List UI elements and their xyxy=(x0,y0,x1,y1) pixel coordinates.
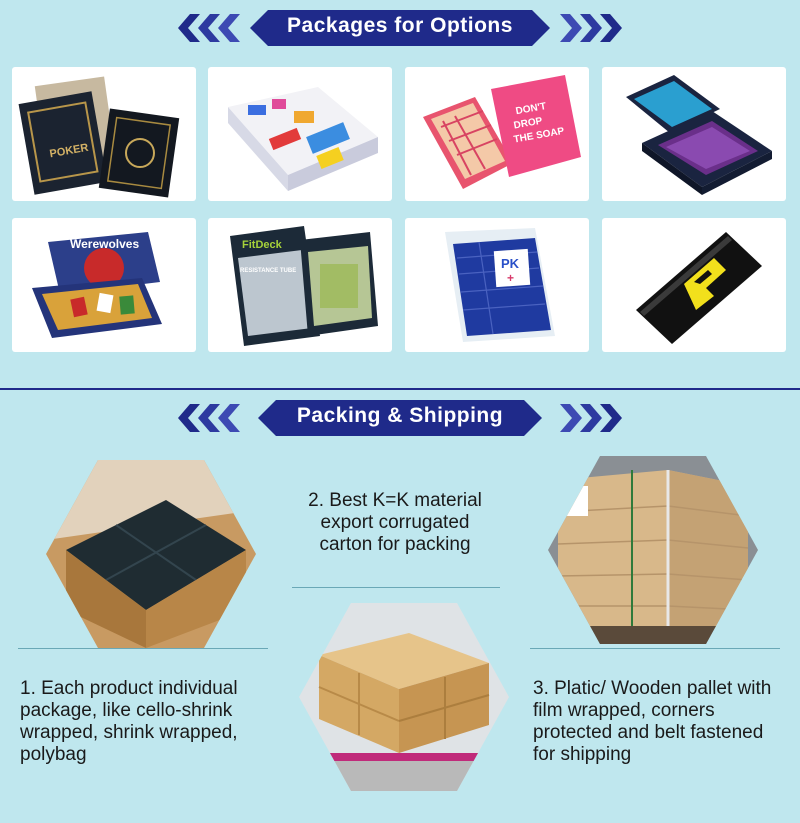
svg-text:FitDeck: FitDeck xyxy=(242,239,283,251)
carton-stack-photo xyxy=(299,603,509,791)
banner-arrows-icon xyxy=(178,400,622,436)
package-tile-blister: FitDeck RESISTANCE TUBE xyxy=(208,218,392,352)
caption-individual: 1. Each product individual package, like… xyxy=(20,678,238,765)
caption-pallet: 3. Platic/ Wooden pallet with film wrapp… xyxy=(533,678,772,765)
plastic-bag-icon: PK + xyxy=(445,228,555,342)
package-tile-drawer-box: DON'T DROP THE SOAP xyxy=(405,67,589,201)
svg-text:+: + xyxy=(507,271,514,285)
packages-banner: Packages for Options xyxy=(0,6,800,50)
package-tile-poly-bag xyxy=(602,218,786,352)
packages-title: Packages for Options xyxy=(287,14,513,37)
individual-package-photo xyxy=(46,460,256,648)
luxury-lid-box-icon xyxy=(626,75,772,195)
shipping-title: Packing & Shipping xyxy=(296,404,504,427)
package-tile-tin-box: Werewolves xyxy=(12,218,196,352)
svg-text:PK: PK xyxy=(501,256,520,271)
package-tile-card-game-box xyxy=(208,67,392,201)
black-poly-bag-icon xyxy=(636,232,762,344)
caption-pallet-rule xyxy=(530,648,780,649)
banner-arrows-icon xyxy=(178,10,622,46)
package-tile-poker-box: POKER xyxy=(12,67,196,201)
svg-text:Werewolves: Werewolves xyxy=(70,237,139,251)
caption-carton-rule xyxy=(292,587,500,588)
svg-text:RESISTANCE TUBE: RESISTANCE TUBE xyxy=(240,268,296,274)
pallet-film-photo xyxy=(548,456,758,644)
tin-box-icon: Werewolves xyxy=(32,232,162,338)
caption-individual-rule xyxy=(18,648,268,649)
caption-carton: 2. Best K=K material export corrugated c… xyxy=(308,490,482,555)
poker-card-tuck-box-icon: POKER xyxy=(18,76,180,198)
package-tile-luxury-box xyxy=(602,67,786,201)
blister-package-icon: FitDeck RESISTANCE TUBE xyxy=(230,226,378,346)
svg-text:DROP: DROP xyxy=(513,116,544,132)
package-tile-plastic-bag: PK + xyxy=(405,218,589,352)
svg-text:DON'T: DON'T xyxy=(515,101,547,117)
magnetic-drawer-box-icon: DON'T DROP THE SOAP xyxy=(423,75,581,189)
shipping-banner: Packing & Shipping xyxy=(0,396,800,440)
section-divider xyxy=(0,388,800,390)
card-game-box-icon xyxy=(228,87,378,191)
